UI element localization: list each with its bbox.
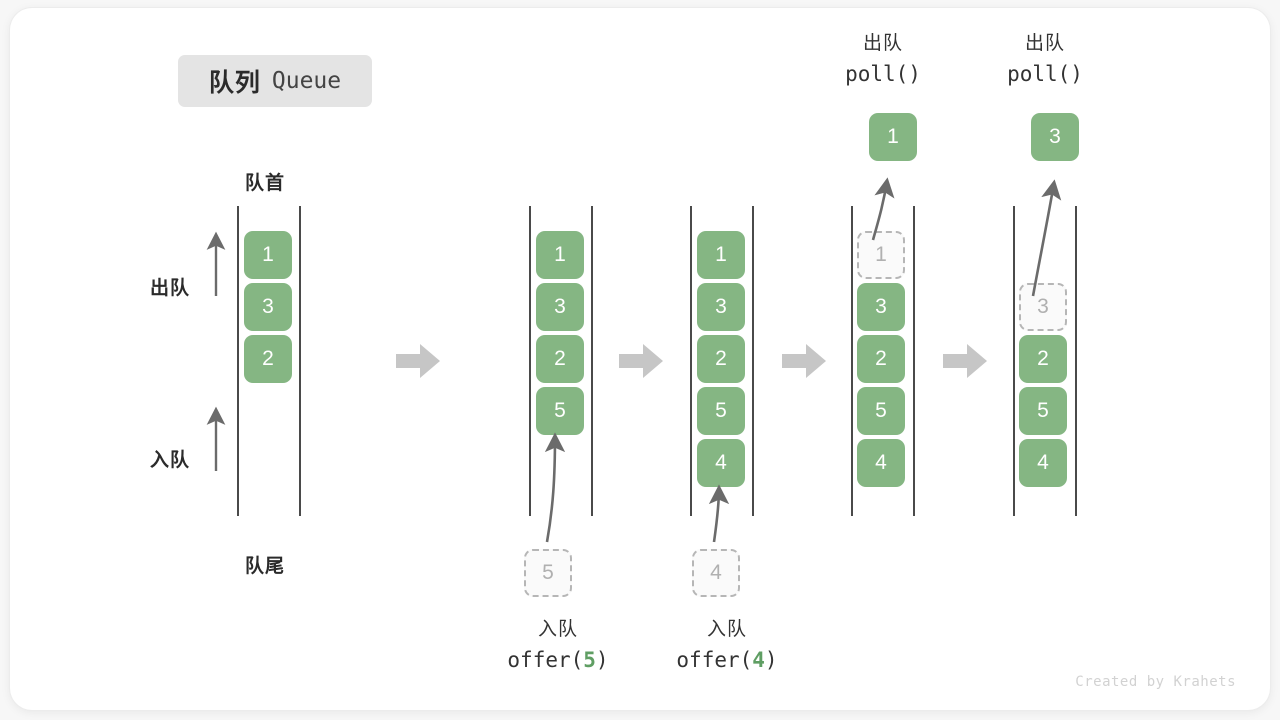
queue-head-label: 队首 — [245, 173, 286, 194]
queue-cell: 1 — [697, 231, 745, 279]
caption-offer-5-arg: 5 — [583, 647, 596, 672]
queue-cell: 3 — [244, 283, 292, 331]
queue-cell: 2 — [536, 335, 584, 383]
queue-cell: 4 — [857, 439, 905, 487]
queue-cell: 2 — [697, 335, 745, 383]
caption-poll-2-cn: 出队 — [1024, 33, 1065, 54]
queue-cell: 4 — [1019, 439, 1067, 487]
flow-arrow-icon — [394, 341, 442, 381]
rail-left — [851, 206, 853, 516]
rail-right — [913, 206, 915, 516]
poll-3-arrow — [1031, 179, 1062, 297]
title-en: Queue — [271, 68, 342, 94]
offer-5-arrow — [544, 432, 566, 543]
caption-offer-4-arg: 4 — [752, 647, 765, 672]
enqueue-direction-label: 入队 — [150, 450, 191, 471]
rail-left — [529, 206, 531, 516]
queue-cell: 2 — [857, 335, 905, 383]
queue-cell: 4 — [697, 439, 745, 487]
removed-ghost-cell: 3 — [1019, 283, 1067, 331]
caption-offer-4-code: offer(4) — [676, 647, 778, 672]
diagram-card: 队列 Queue 队首 队尾 出队 入队 1 3 2 1 3 — [10, 8, 1270, 710]
polled-value-cell: 1 — [869, 113, 917, 161]
caption-poll-1-cn: 出队 — [862, 33, 903, 54]
diagram-title-badge: 队列 Queue — [178, 55, 372, 107]
queue-cell: 1 — [536, 231, 584, 279]
credit-text: Created by Krahets — [1075, 674, 1236, 690]
rail-left — [690, 206, 692, 516]
caption-poll-2-code: poll() — [1007, 61, 1083, 86]
dequeue-direction-label: 出队 — [150, 278, 191, 299]
rail-left — [237, 206, 239, 516]
caption-poll-1-code: poll() — [845, 61, 921, 86]
caption-offer-4-cn: 入队 — [706, 619, 747, 640]
rail-left — [1013, 206, 1015, 516]
title-cn: 队列 — [208, 69, 261, 97]
caption-offer-5-code: offer(5) — [507, 647, 609, 672]
queue-cell: 5 — [857, 387, 905, 435]
offer-4-arrow — [708, 484, 730, 543]
queue-cell: 5 — [697, 387, 745, 435]
flow-arrow-icon — [780, 341, 828, 381]
rail-right — [752, 206, 754, 516]
queue-cell: 3 — [536, 283, 584, 331]
queue-cell: 2 — [244, 335, 292, 383]
rail-right — [299, 206, 301, 516]
caption-poll-2: 出队 poll() — [960, 30, 1130, 91]
caption-poll-1: 出队 poll() — [798, 30, 968, 91]
queue-tail-label: 队尾 — [245, 556, 286, 577]
rail-right — [1075, 206, 1077, 516]
queue-cell: 5 — [1019, 387, 1067, 435]
queue-cell: 3 — [857, 283, 905, 331]
queue-cell: 5 — [536, 387, 584, 435]
queue-cell: 3 — [697, 283, 745, 331]
queue-cell: 1 — [244, 231, 292, 279]
caption-offer-4: 入队 offer(4) — [642, 616, 812, 677]
polled-value-cell: 3 — [1031, 113, 1079, 161]
queue-cell: 2 — [1019, 335, 1067, 383]
incoming-ghost-cell: 5 — [524, 549, 572, 597]
caption-offer-5: 入队 offer(5) — [473, 616, 643, 677]
incoming-ghost-cell: 4 — [692, 549, 740, 597]
flow-arrow-icon — [617, 341, 665, 381]
flow-arrow-icon — [941, 341, 989, 381]
removed-ghost-cell: 1 — [857, 231, 905, 279]
rail-right — [591, 206, 593, 516]
caption-offer-5-cn: 入队 — [537, 619, 578, 640]
